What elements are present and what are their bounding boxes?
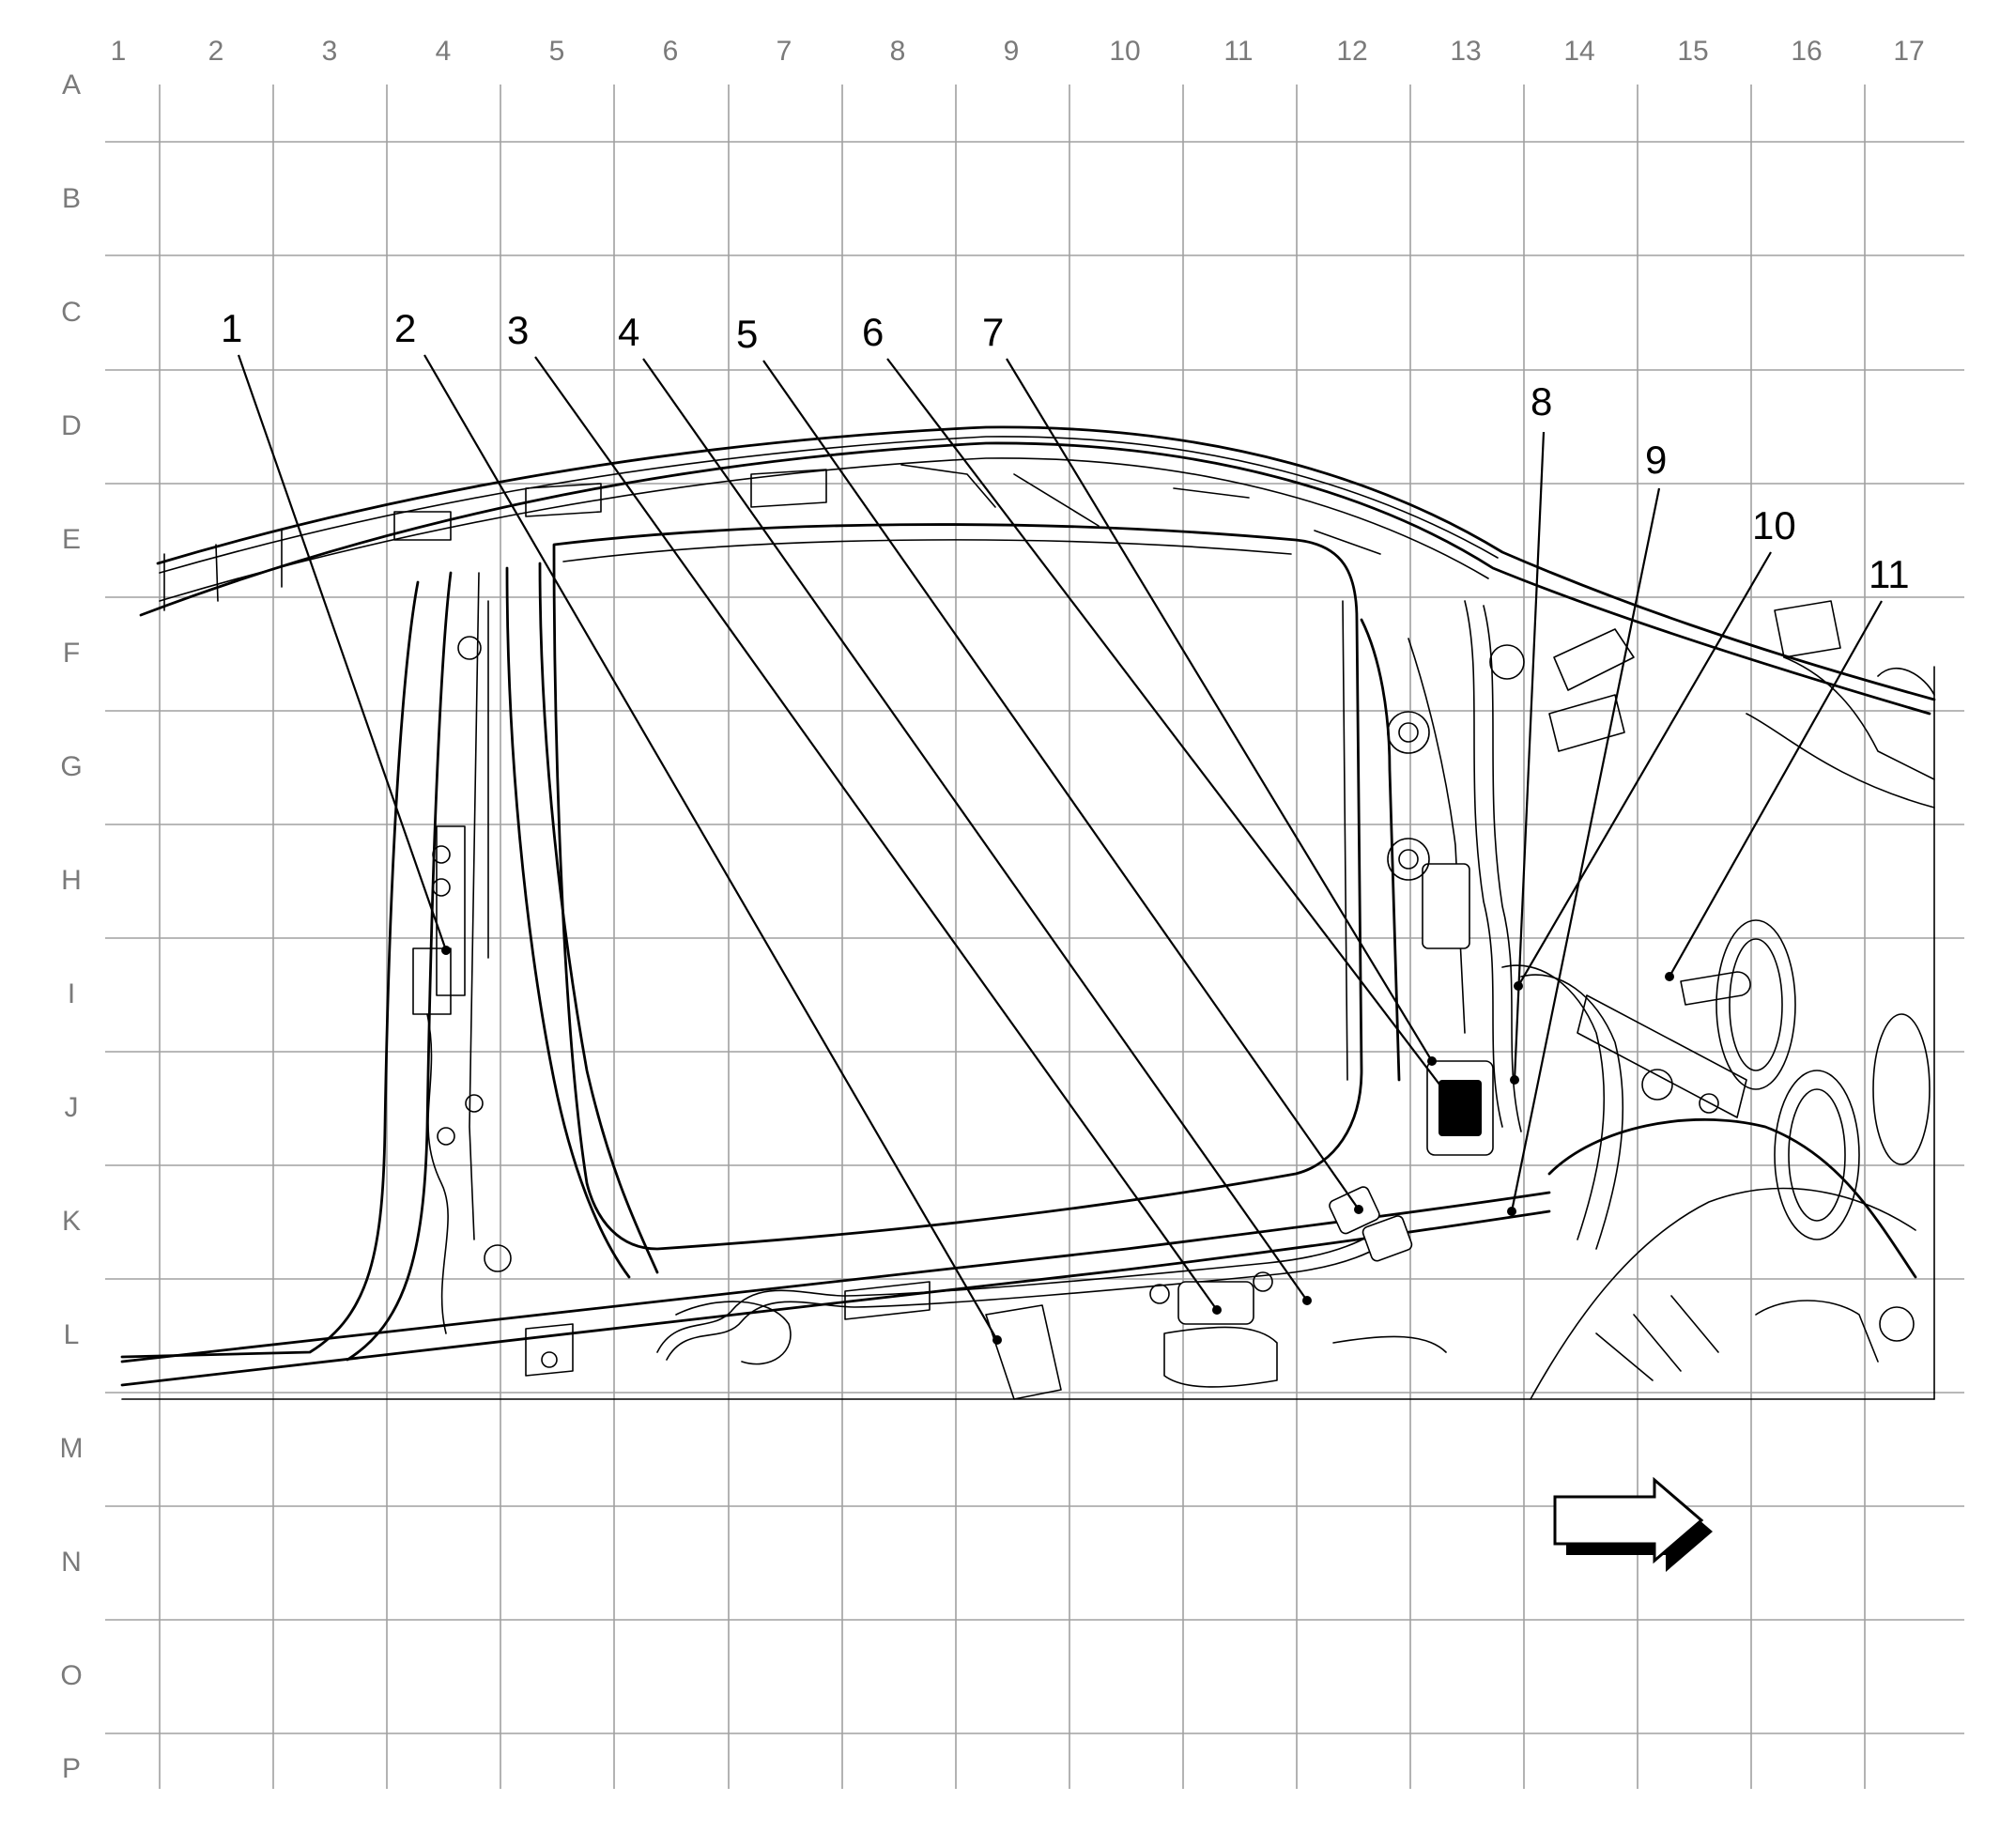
leader-line-3 [534, 356, 1218, 1311]
leader-line-4 [642, 358, 1308, 1301]
grid-column-label: 10 [1109, 36, 1140, 67]
grid-row-label: G [60, 751, 82, 782]
leader-dot-6 [1438, 1085, 1448, 1094]
callout-label-8: 8 [1531, 379, 1552, 424]
grid-row-label: B [62, 183, 81, 214]
grid-row-label: O [60, 1660, 82, 1691]
front-pillar [120, 571, 512, 1362]
leader-dot-3 [1212, 1305, 1222, 1315]
callout-label-6: 6 [862, 310, 884, 354]
leader-line-9 [1510, 487, 1661, 1212]
callout-label-9: 9 [1645, 438, 1667, 482]
grid-row-labels: A B C D E F G H I J K L M N O P [60, 69, 84, 1784]
grid-column-label: 15 [1677, 36, 1708, 67]
leader-dot-8 [1510, 1075, 1519, 1085]
grid-row-label: P [62, 1753, 81, 1784]
callout-label-1: 1 [221, 306, 242, 350]
grid-column-label: 3 [322, 36, 338, 67]
grid-row-label: J [65, 1092, 79, 1123]
callout-label-4: 4 [618, 310, 639, 354]
grid-row-label: L [64, 1319, 80, 1350]
grid-row-label: H [61, 865, 82, 896]
grid-column-label: 14 [1563, 36, 1594, 67]
grid-row-label: F [63, 638, 80, 669]
grid-row-label: K [62, 1206, 81, 1237]
vehicle-body-illustration [120, 425, 1936, 1400]
grid-column-label: 12 [1336, 36, 1367, 67]
leader-line-2 [423, 354, 998, 1341]
rear-quarter-inner [1530, 600, 1935, 1400]
grid-row-label: A [62, 69, 81, 100]
roof-rail [139, 425, 1936, 716]
callout-label-5: 5 [736, 312, 758, 356]
leader-dot-1 [441, 946, 451, 955]
grid-column-label: 6 [663, 36, 679, 67]
leader-line-6 [886, 358, 1444, 1090]
grid-column-label: 11 [1223, 36, 1253, 67]
grid-row-label: C [61, 297, 82, 328]
callout-label-2: 2 [394, 306, 416, 350]
grid-column-label: 5 [549, 36, 565, 67]
grid-column-label: 1 [111, 36, 127, 67]
grid-column-label: 2 [208, 36, 224, 67]
grid-column-label: 9 [1004, 36, 1020, 67]
leader-line-8 [1513, 431, 1546, 1081]
leader-dot-11 [1665, 972, 1674, 981]
callout-label-3: 3 [507, 308, 529, 352]
grid-row-label: M [60, 1433, 84, 1464]
callout-labels: 1 2 3 4 5 6 7 8 9 10 11 [221, 306, 1910, 596]
grid-row-label: D [61, 410, 82, 441]
callout-label-11: 11 [1869, 552, 1910, 596]
leader-line-11 [1669, 600, 1883, 978]
grid-column-label: 4 [436, 36, 452, 67]
leader-line-7 [1006, 358, 1433, 1062]
grid-row-label: E [62, 524, 81, 555]
leader-dot-2 [992, 1335, 1002, 1345]
grid-column-label: 16 [1791, 36, 1822, 67]
grid-column-label: 8 [890, 36, 906, 67]
callout-label-7: 7 [982, 310, 1004, 354]
leader-line-5 [762, 360, 1360, 1210]
rocker-panel [120, 1191, 1935, 1400]
leader-dot-10 [1514, 981, 1523, 991]
grid-row-label: I [68, 978, 75, 1009]
rear-pillar-harness [1360, 600, 1635, 1250]
grid-column-label: 13 [1450, 36, 1481, 67]
door-opening [552, 523, 1363, 1251]
leader-line-10 [1517, 551, 1772, 987]
sill-harness [656, 1186, 1413, 1361]
leader-dot-5 [1354, 1205, 1363, 1214]
leader-dot-7 [1427, 1056, 1437, 1066]
leader-dot-4 [1302, 1296, 1312, 1305]
arrow-right-icon [1553, 1476, 1713, 1572]
callout-label-10: 10 [1752, 503, 1796, 547]
center-pillar [457, 562, 659, 1279]
leader-dot-9 [1507, 1207, 1516, 1216]
grid-column-label: 17 [1893, 36, 1924, 67]
grid-column-label: 7 [777, 36, 792, 67]
leader-line-1 [237, 354, 448, 951]
callout-leaders [237, 354, 1883, 1345]
grid-row-label: N [61, 1547, 82, 1578]
